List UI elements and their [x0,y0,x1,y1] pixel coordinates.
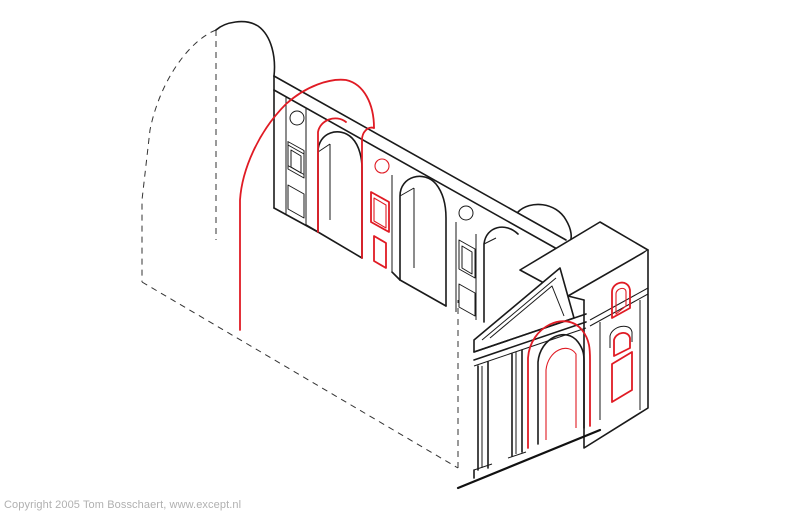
red-vault-section [239,78,375,331]
portico-front [456,267,602,490]
vault-arch-outline [215,20,276,77]
dashed-vault-outline [141,29,459,469]
copyright-credit: Copyright 2005 Tom Bosschaert, www.excep… [4,499,242,511]
